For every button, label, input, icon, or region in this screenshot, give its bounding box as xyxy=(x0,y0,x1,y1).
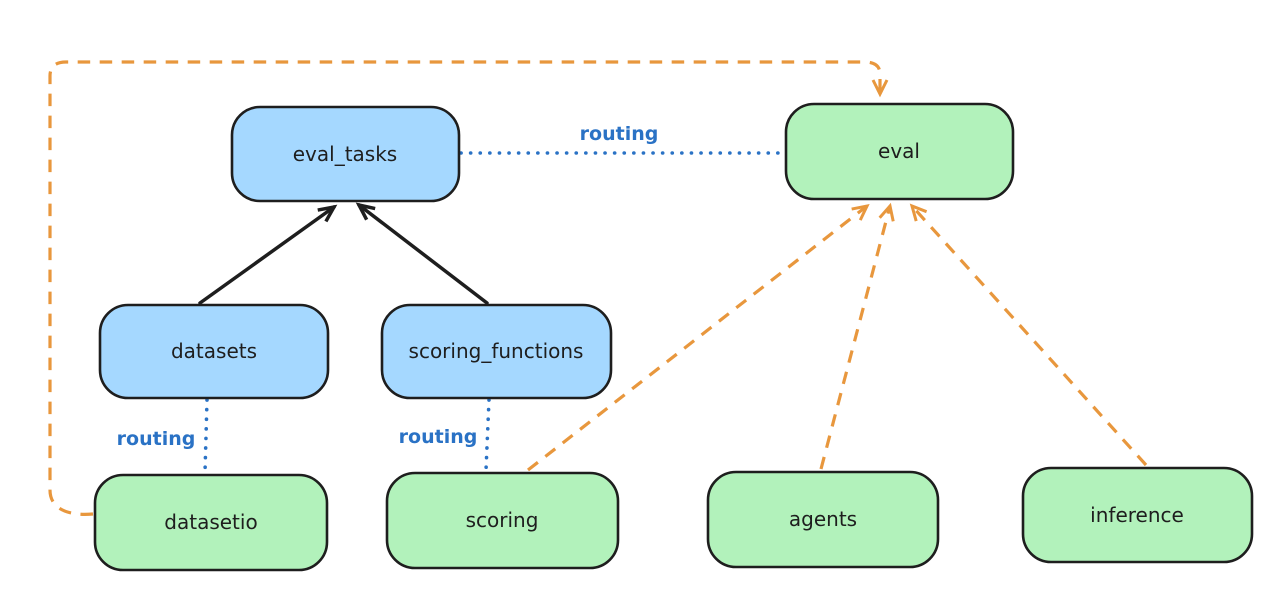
node-scoring-box xyxy=(385,471,620,570)
edge-inference-to-eval xyxy=(909,203,1148,467)
node-datasets-box xyxy=(98,303,330,400)
node-datasetio-label: datasetio xyxy=(164,510,257,534)
node-datasets-label: datasets xyxy=(171,339,257,363)
node-datasetio-box xyxy=(93,473,329,572)
edge-scoring-to-eval xyxy=(527,203,870,472)
edge-scoring-functions-to-eval-tasks xyxy=(355,202,489,305)
edge-routing-datasets-to-datasetio xyxy=(203,398,209,474)
edges xyxy=(48,60,1148,516)
node-inference-box xyxy=(1021,466,1254,564)
edge-datasetio-to-eval xyxy=(48,60,889,516)
edge-labels: routing routing routing xyxy=(117,123,659,450)
edge-datasets-to-eval-tasks xyxy=(198,204,338,305)
node-eval-box xyxy=(784,102,1015,201)
edge-agents-to-eval xyxy=(819,202,895,470)
node-eval-tasks-box xyxy=(230,105,461,203)
node-scoring-functions: scoring_functions xyxy=(380,303,613,400)
node-datasets: datasets xyxy=(98,303,330,400)
routing-label-datasetio: routing xyxy=(117,428,196,450)
node-scoring: scoring xyxy=(385,471,620,570)
node-inference-label: inference xyxy=(1090,503,1184,527)
node-agents-box xyxy=(706,470,940,569)
node-scoring-functions-box xyxy=(380,303,613,400)
node-eval-tasks-label: eval_tasks xyxy=(293,142,397,166)
nodes: eval_tasks eval datasets scoring_functio… xyxy=(93,102,1254,572)
node-eval: eval xyxy=(784,102,1015,201)
node-inference: inference xyxy=(1021,466,1254,564)
routing-label-horizontal: routing xyxy=(580,123,659,145)
node-eval-label: eval xyxy=(878,139,920,163)
node-agents: agents xyxy=(706,470,940,569)
node-eval-tasks: eval_tasks xyxy=(230,105,461,203)
node-agents-label: agents xyxy=(789,507,857,531)
node-scoring-functions-label: scoring_functions xyxy=(409,339,584,363)
routing-label-scoring: routing xyxy=(399,426,478,448)
node-scoring-label: scoring xyxy=(466,508,539,532)
edge-routing-scoring-functions-to-scoring xyxy=(484,398,491,472)
node-datasetio: datasetio xyxy=(93,473,329,572)
